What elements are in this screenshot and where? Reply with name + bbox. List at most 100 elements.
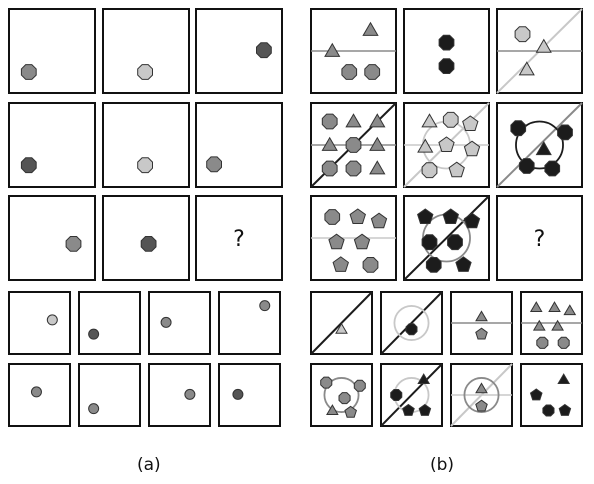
octagon-shape <box>345 160 362 177</box>
cell-frame <box>218 291 281 355</box>
cell-frame <box>148 291 211 355</box>
panel-b-cell-1-3 <box>496 8 583 94</box>
cell-frame <box>102 8 190 94</box>
octagon-shape <box>20 157 37 174</box>
circle-shape <box>88 403 100 415</box>
triangle-shape <box>326 404 339 415</box>
octagon-shape <box>518 158 535 174</box>
triangle-shape <box>557 373 571 384</box>
octagon-shape <box>353 379 366 392</box>
pentagon-shape <box>529 388 543 401</box>
octagon-shape <box>321 113 338 130</box>
diagonal-line <box>496 102 583 188</box>
panel-b-option-1 <box>310 291 373 355</box>
cell-frame <box>8 8 96 94</box>
ring <box>323 377 360 413</box>
ring <box>515 120 564 170</box>
triangle-shape <box>324 42 341 57</box>
diagonal-line <box>380 363 443 427</box>
octagon-shape <box>536 336 549 349</box>
octagon-shape <box>510 120 527 137</box>
triangle-shape <box>551 319 564 331</box>
octagon-shape <box>364 64 381 80</box>
octagon-shape <box>256 42 272 59</box>
caption-b: (b) <box>430 455 455 475</box>
octagon-shape <box>390 389 403 401</box>
triangle-shape <box>475 310 488 322</box>
pentagon-shape <box>402 403 415 416</box>
octagon-shape <box>345 137 362 153</box>
diagonal-line <box>450 363 513 427</box>
pentagon-shape <box>418 403 432 416</box>
pentagon-shape <box>353 233 371 250</box>
missing-cell-mark: ? <box>534 227 546 252</box>
triangle-shape <box>369 136 386 151</box>
octagon-shape <box>320 376 333 389</box>
triangle-shape <box>369 113 386 128</box>
panel-b-cell-2-2 <box>403 102 490 188</box>
octagon-shape <box>421 162 438 179</box>
cell-frame <box>195 102 283 188</box>
octagon-shape <box>20 64 37 80</box>
cell-frame <box>218 363 281 427</box>
pentagon-shape <box>463 212 481 229</box>
circle-shape <box>160 316 172 328</box>
panel-b-cell-2-3 <box>496 102 583 188</box>
circle-shape <box>46 314 58 326</box>
panel-a-cell-3-1 <box>8 195 96 281</box>
pentagon-shape <box>370 212 388 229</box>
triangle-shape <box>335 322 348 334</box>
pentagon-shape <box>442 208 459 224</box>
diagonal-line <box>403 195 490 281</box>
panel-a-cell-1-3 <box>195 8 283 94</box>
panel-b-cell-3-1 <box>310 195 397 281</box>
octagon-shape <box>425 257 442 273</box>
panel-b-cell-1-2 <box>403 8 490 94</box>
panel-a-cell-2-2 <box>102 102 190 188</box>
panel-a-cell-3-2 <box>102 195 190 281</box>
triangle-shape <box>563 304 577 316</box>
panel-b-option-7 <box>450 363 513 427</box>
ring <box>393 305 430 341</box>
panel-a-option-2 <box>78 291 141 355</box>
octagon-shape <box>557 124 573 141</box>
octagon-shape <box>544 160 561 177</box>
cell-frame <box>78 363 141 427</box>
octagon-shape <box>321 160 338 177</box>
triangle-shape <box>475 382 488 394</box>
panel-a-cell-1-2 <box>102 8 190 94</box>
triangle-shape <box>421 113 438 128</box>
panel-b-cell-3-2 <box>403 195 490 281</box>
octagon-shape <box>405 323 418 336</box>
triangle-shape <box>417 373 431 384</box>
octagon-shape <box>341 64 358 80</box>
panel-a-cell-1-1 <box>8 8 96 94</box>
triangle-shape <box>369 160 386 175</box>
octagon-shape <box>140 236 157 252</box>
octagon-shape <box>438 58 455 74</box>
pentagon-shape <box>332 256 349 272</box>
triangle-shape <box>535 140 552 156</box>
circle-shape <box>259 300 271 312</box>
panel-a-cell-2-1 <box>8 102 96 188</box>
panel-a-cell-2-3 <box>195 102 283 188</box>
pentagon-shape <box>448 161 465 178</box>
ring <box>463 377 500 413</box>
triangle-shape <box>362 21 379 36</box>
octagon-shape <box>514 26 531 43</box>
triangle-shape <box>321 136 338 151</box>
panel-b-option-6 <box>380 363 443 427</box>
pentagon-shape <box>328 233 345 250</box>
octagon-shape <box>137 157 153 174</box>
panel-b-option-3 <box>450 291 513 355</box>
triangle-shape <box>518 61 535 76</box>
panel-a-option-8 <box>218 363 281 427</box>
pentagon-shape <box>463 140 481 157</box>
octagon-shape <box>338 392 351 405</box>
circle-shape <box>232 388 244 400</box>
cell-frame <box>195 195 283 281</box>
triangle-shape <box>345 113 362 128</box>
pentagon-shape <box>475 327 488 340</box>
diagonal-line <box>380 291 443 355</box>
panel-b-option-4 <box>520 291 583 355</box>
